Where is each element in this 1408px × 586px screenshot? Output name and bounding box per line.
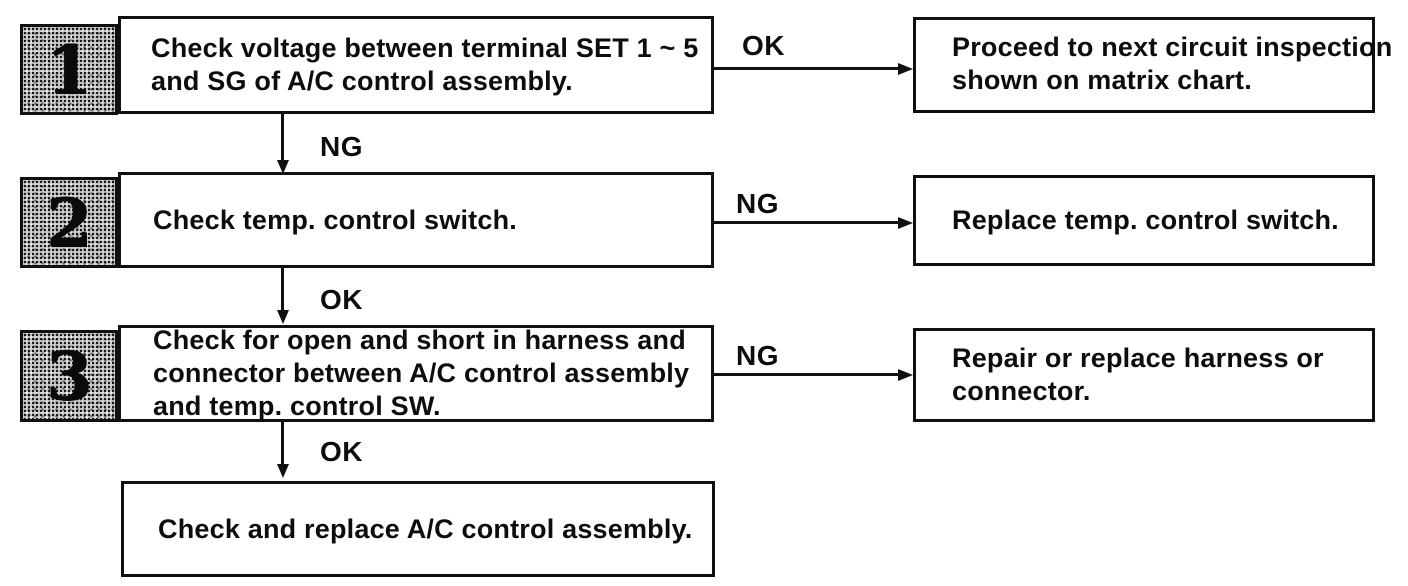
step-2-branch-arrowhead-icon xyxy=(898,217,913,229)
step-3-result-text-line-1: Repair or replace harness or xyxy=(952,343,1324,373)
step-3-check-box: Check for open and short in harness and … xyxy=(118,325,714,422)
step-1-down-label-ng: NG xyxy=(320,131,363,162)
step-3-result-text-line-2: connector. xyxy=(952,376,1091,406)
step-1-check-text-line-1: Check voltage between terminal SET 1 ~ 5 xyxy=(151,33,699,63)
step-1-check-text-line-2: and SG of A/C control assembly. xyxy=(151,66,573,96)
final-action-box: Check and replace A/C control assembly. xyxy=(121,481,715,577)
step-2-down-label-ok: OK xyxy=(320,284,363,315)
step-2-branch-label-ng: NG xyxy=(736,188,779,219)
step-2-result-text-line-1: Replace temp. control switch. xyxy=(952,205,1339,235)
step-1-branch-arrowhead-icon xyxy=(898,63,913,75)
final-action-text: Check and replace A/C control assembly. xyxy=(158,513,693,544)
step-3-branch-arrow-line xyxy=(714,373,898,376)
step-3-branch-label-ng: NG xyxy=(736,340,779,371)
step-1-down-arrowhead-icon xyxy=(277,160,289,174)
step-1-result-text-line-2: shown on matrix chart. xyxy=(952,65,1252,95)
step-2-down-line xyxy=(281,268,284,312)
step-3-number-badge: 3 xyxy=(20,330,118,422)
step-1-number-badge: 1 xyxy=(20,24,118,115)
step-3-check-text-line-2: connector between A/C control assembly xyxy=(153,358,690,388)
step-1-result-box: Proceed to next circuit inspection shown… xyxy=(913,17,1393,113)
step-3-branch-arrowhead-icon xyxy=(898,369,913,381)
step-3-check-text-line-3: and temp. control SW. xyxy=(153,391,441,421)
step-1-check-box: Check voltage between terminal SET 1 ~ 5… xyxy=(118,16,714,114)
step-1-branch-arrow-line xyxy=(714,67,898,70)
step-3-down-line xyxy=(281,422,284,466)
step-3-result-box: Repair or replace harness or connector. xyxy=(913,328,1375,422)
step-2-check-box: Check temp. control switch. xyxy=(118,172,714,268)
step-2-down-arrowhead-icon xyxy=(277,310,289,324)
step-1-result-text-line-1: Proceed to next circuit inspection xyxy=(952,32,1393,62)
step-2-number-badge: 2 xyxy=(20,177,118,268)
step-3-check-text-line-1: Check for open and short in harness and xyxy=(153,325,686,355)
step-1-branch-label-ok: OK xyxy=(742,30,785,61)
step-1-down-line xyxy=(281,114,284,162)
step-3-number: 3 xyxy=(46,337,92,415)
step-1-number: 1 xyxy=(46,30,92,109)
step-2-result-box: Replace temp. control switch. xyxy=(913,175,1375,266)
step-2-number: 2 xyxy=(46,183,92,262)
step-2-branch-arrow-line xyxy=(714,221,898,224)
step-3-down-label-ok: OK xyxy=(320,436,363,467)
step-2-check-text-line-1: Check temp. control switch. xyxy=(153,204,517,235)
step-3-down-arrowhead-icon xyxy=(277,464,289,478)
